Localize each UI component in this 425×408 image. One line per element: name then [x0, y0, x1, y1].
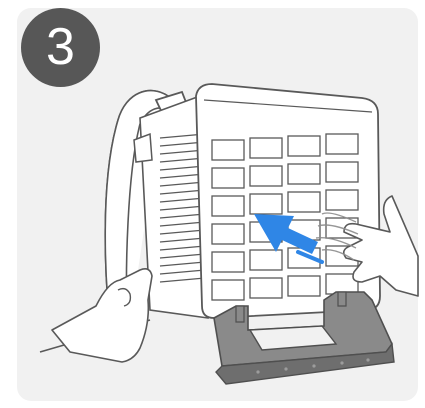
left-hand [52, 269, 152, 362]
step-number: 3 [21, 17, 100, 77]
side-clip [134, 134, 152, 162]
step-badge: 3 [21, 8, 100, 87]
